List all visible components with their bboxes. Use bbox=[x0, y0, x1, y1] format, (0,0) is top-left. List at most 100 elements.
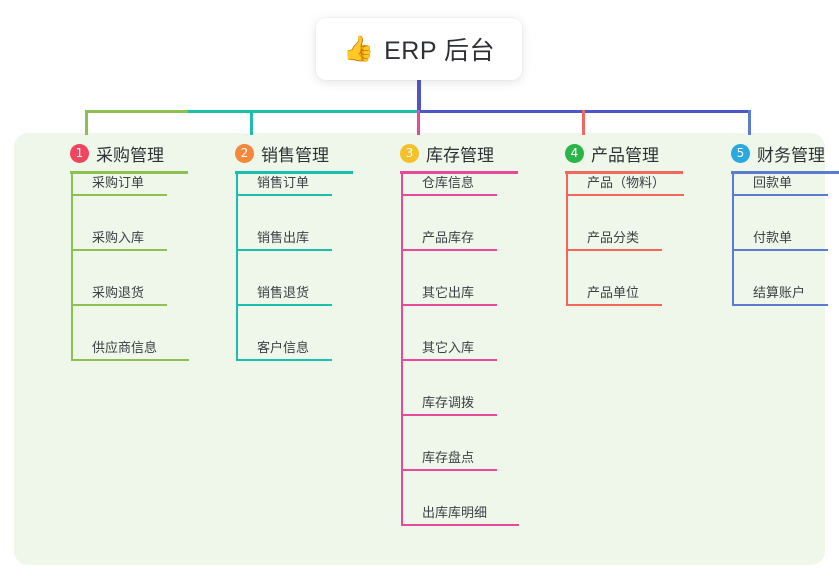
branch-rail bbox=[566, 174, 568, 306]
branch-leaf-underline bbox=[401, 414, 497, 416]
branch-leaf-label: 产品（物料） bbox=[587, 175, 666, 190]
branch-leaf-underline bbox=[401, 524, 519, 526]
branch-rail bbox=[71, 174, 73, 361]
bus-drop-connector bbox=[85, 110, 88, 135]
branch-title: 库存管理 bbox=[426, 146, 494, 165]
branch-leaf-item[interactable]: 产品库存 bbox=[401, 211, 497, 251]
branches-panel: 1 采购管理采购订单采购入库采购退货供应商信息 2 销售管理销售订单销售出库销售退货客… bbox=[14, 133, 839, 565]
branch-leaf-item[interactable]: 产品单位 bbox=[566, 266, 662, 306]
branch-number-badge: 1 bbox=[70, 144, 89, 163]
branch-leaf-label: 采购入库 bbox=[92, 230, 145, 245]
branch-leaf-underline bbox=[401, 304, 497, 306]
branch-leaf-label: 销售订单 bbox=[257, 175, 310, 190]
branch-leaf-label: 销售退货 bbox=[257, 285, 310, 300]
bus-segment bbox=[188, 110, 417, 113]
branch-leaf-item[interactable]: 出库库明细 bbox=[401, 486, 519, 526]
branch-leaf-item[interactable]: 结算账户 bbox=[732, 266, 828, 306]
branch-header-underline bbox=[565, 171, 683, 174]
bus-drop-connector bbox=[748, 110, 751, 135]
branch-leaf-item[interactable]: 采购退货 bbox=[71, 266, 167, 306]
branch-leaf-item[interactable]: 销售退货 bbox=[236, 266, 332, 306]
branch-leaf-item[interactable]: 采购入库 bbox=[71, 211, 167, 251]
branch-leaf-label: 出库库明细 bbox=[422, 505, 488, 520]
branch-leaf-underline bbox=[732, 304, 828, 306]
bus-segment bbox=[85, 110, 188, 113]
branch-header-underline bbox=[235, 171, 353, 174]
branch-leaf-item[interactable]: 付款单 bbox=[732, 211, 828, 251]
branch-leaf-underline bbox=[566, 249, 662, 251]
branch-leaf-label: 库存调拨 bbox=[422, 395, 475, 410]
branch-leaf-label: 产品单位 bbox=[587, 285, 640, 300]
thumbs-up-icon: 👍 bbox=[342, 34, 375, 63]
root-node-erp-backend[interactable]: 👍 ERP 后台 bbox=[316, 18, 522, 80]
branch-leaf-item[interactable]: 供应商信息 bbox=[71, 321, 189, 361]
branch-leaf-label: 产品库存 bbox=[422, 230, 475, 245]
branch-header-5[interactable]: 5 财务管理 bbox=[731, 141, 825, 166]
branch-leaf-item[interactable]: 销售订单 bbox=[236, 156, 332, 196]
branch-leaf-item[interactable]: 其它入库 bbox=[401, 321, 497, 361]
branch-leaf-underline bbox=[401, 359, 497, 361]
branch-leaf-underline bbox=[71, 194, 167, 196]
bus-drop-connector bbox=[417, 110, 420, 135]
branch-leaf-label: 产品分类 bbox=[587, 230, 640, 245]
branch-leaf-label: 采购退货 bbox=[92, 285, 145, 300]
branch-leaf-underline bbox=[401, 194, 497, 196]
branch-leaf-item[interactable]: 库存调拨 bbox=[401, 376, 497, 416]
branch-leaf-label: 采购订单 bbox=[92, 175, 145, 190]
branch-number-badge: 4 bbox=[565, 144, 584, 163]
branch-leaf-item[interactable]: 产品（物料） bbox=[566, 156, 684, 196]
branch-leaf-label: 付款单 bbox=[753, 230, 793, 245]
branch-leaf-underline bbox=[401, 249, 497, 251]
branch-title: 财务管理 bbox=[757, 146, 825, 165]
branch-leaf-item[interactable]: 其它出库 bbox=[401, 266, 497, 306]
branch-header-3[interactable]: 3 库存管理 bbox=[400, 141, 494, 166]
branch-header-underline bbox=[70, 171, 188, 174]
branch-leaf-label: 回款单 bbox=[753, 175, 793, 190]
root-stem-connector bbox=[417, 80, 421, 112]
branch-leaf-label: 其它出库 bbox=[422, 285, 475, 300]
branch-leaf-item[interactable]: 销售出库 bbox=[236, 211, 332, 251]
branch-leaf-item[interactable]: 回款单 bbox=[732, 156, 828, 196]
branch-number-badge: 5 bbox=[731, 144, 750, 163]
branch-title: 产品管理 bbox=[591, 146, 659, 165]
branch-leaf-underline bbox=[732, 194, 828, 196]
branch-leaf-underline bbox=[236, 194, 332, 196]
bus-drop-connector bbox=[250, 110, 253, 135]
branch-leaf-item[interactable]: 客户信息 bbox=[236, 321, 332, 361]
bus-drop-connector bbox=[582, 110, 585, 135]
branch-leaf-underline bbox=[732, 249, 828, 251]
branch-leaf-underline bbox=[71, 304, 167, 306]
branch-leaf-item[interactable]: 仓库信息 bbox=[401, 156, 497, 196]
branch-title: 采购管理 bbox=[96, 146, 164, 165]
branch-leaf-label: 仓库信息 bbox=[422, 175, 475, 190]
branch-leaf-label: 结算账户 bbox=[753, 285, 806, 300]
root-node-title: ERP 后台 bbox=[384, 37, 496, 65]
branch-number-badge: 2 bbox=[235, 144, 254, 163]
branch-leaf-underline bbox=[566, 194, 684, 196]
branch-leaf-item[interactable]: 产品分类 bbox=[566, 211, 662, 251]
branch-header-1[interactable]: 1 采购管理 bbox=[70, 141, 164, 166]
branch-header-underline bbox=[731, 171, 839, 174]
branch-leaf-item[interactable]: 库存盘点 bbox=[401, 431, 497, 471]
branch-number-badge: 3 bbox=[400, 144, 419, 163]
branch-header-2[interactable]: 2 销售管理 bbox=[235, 141, 329, 166]
branch-leaf-underline bbox=[566, 304, 662, 306]
branch-leaf-label: 供应商信息 bbox=[92, 340, 158, 355]
branch-leaf-label: 其它入库 bbox=[422, 340, 475, 355]
branch-leaf-underline bbox=[71, 359, 189, 361]
branch-title: 销售管理 bbox=[261, 146, 329, 165]
branch-leaf-underline bbox=[236, 249, 332, 251]
branch-header-4[interactable]: 4 产品管理 bbox=[565, 141, 659, 166]
branch-leaf-underline bbox=[236, 304, 332, 306]
branch-leaf-underline bbox=[401, 469, 497, 471]
branch-leaf-label: 销售出库 bbox=[257, 230, 310, 245]
branch-rail bbox=[732, 174, 734, 306]
branch-leaf-label: 客户信息 bbox=[257, 340, 310, 355]
branch-leaf-label: 库存盘点 bbox=[422, 450, 475, 465]
branch-rail bbox=[401, 174, 403, 526]
branch-leaf-underline bbox=[236, 359, 332, 361]
branch-leaf-underline bbox=[71, 249, 167, 251]
branch-header-underline bbox=[400, 171, 518, 174]
branch-leaf-item[interactable]: 采购订单 bbox=[71, 156, 167, 196]
